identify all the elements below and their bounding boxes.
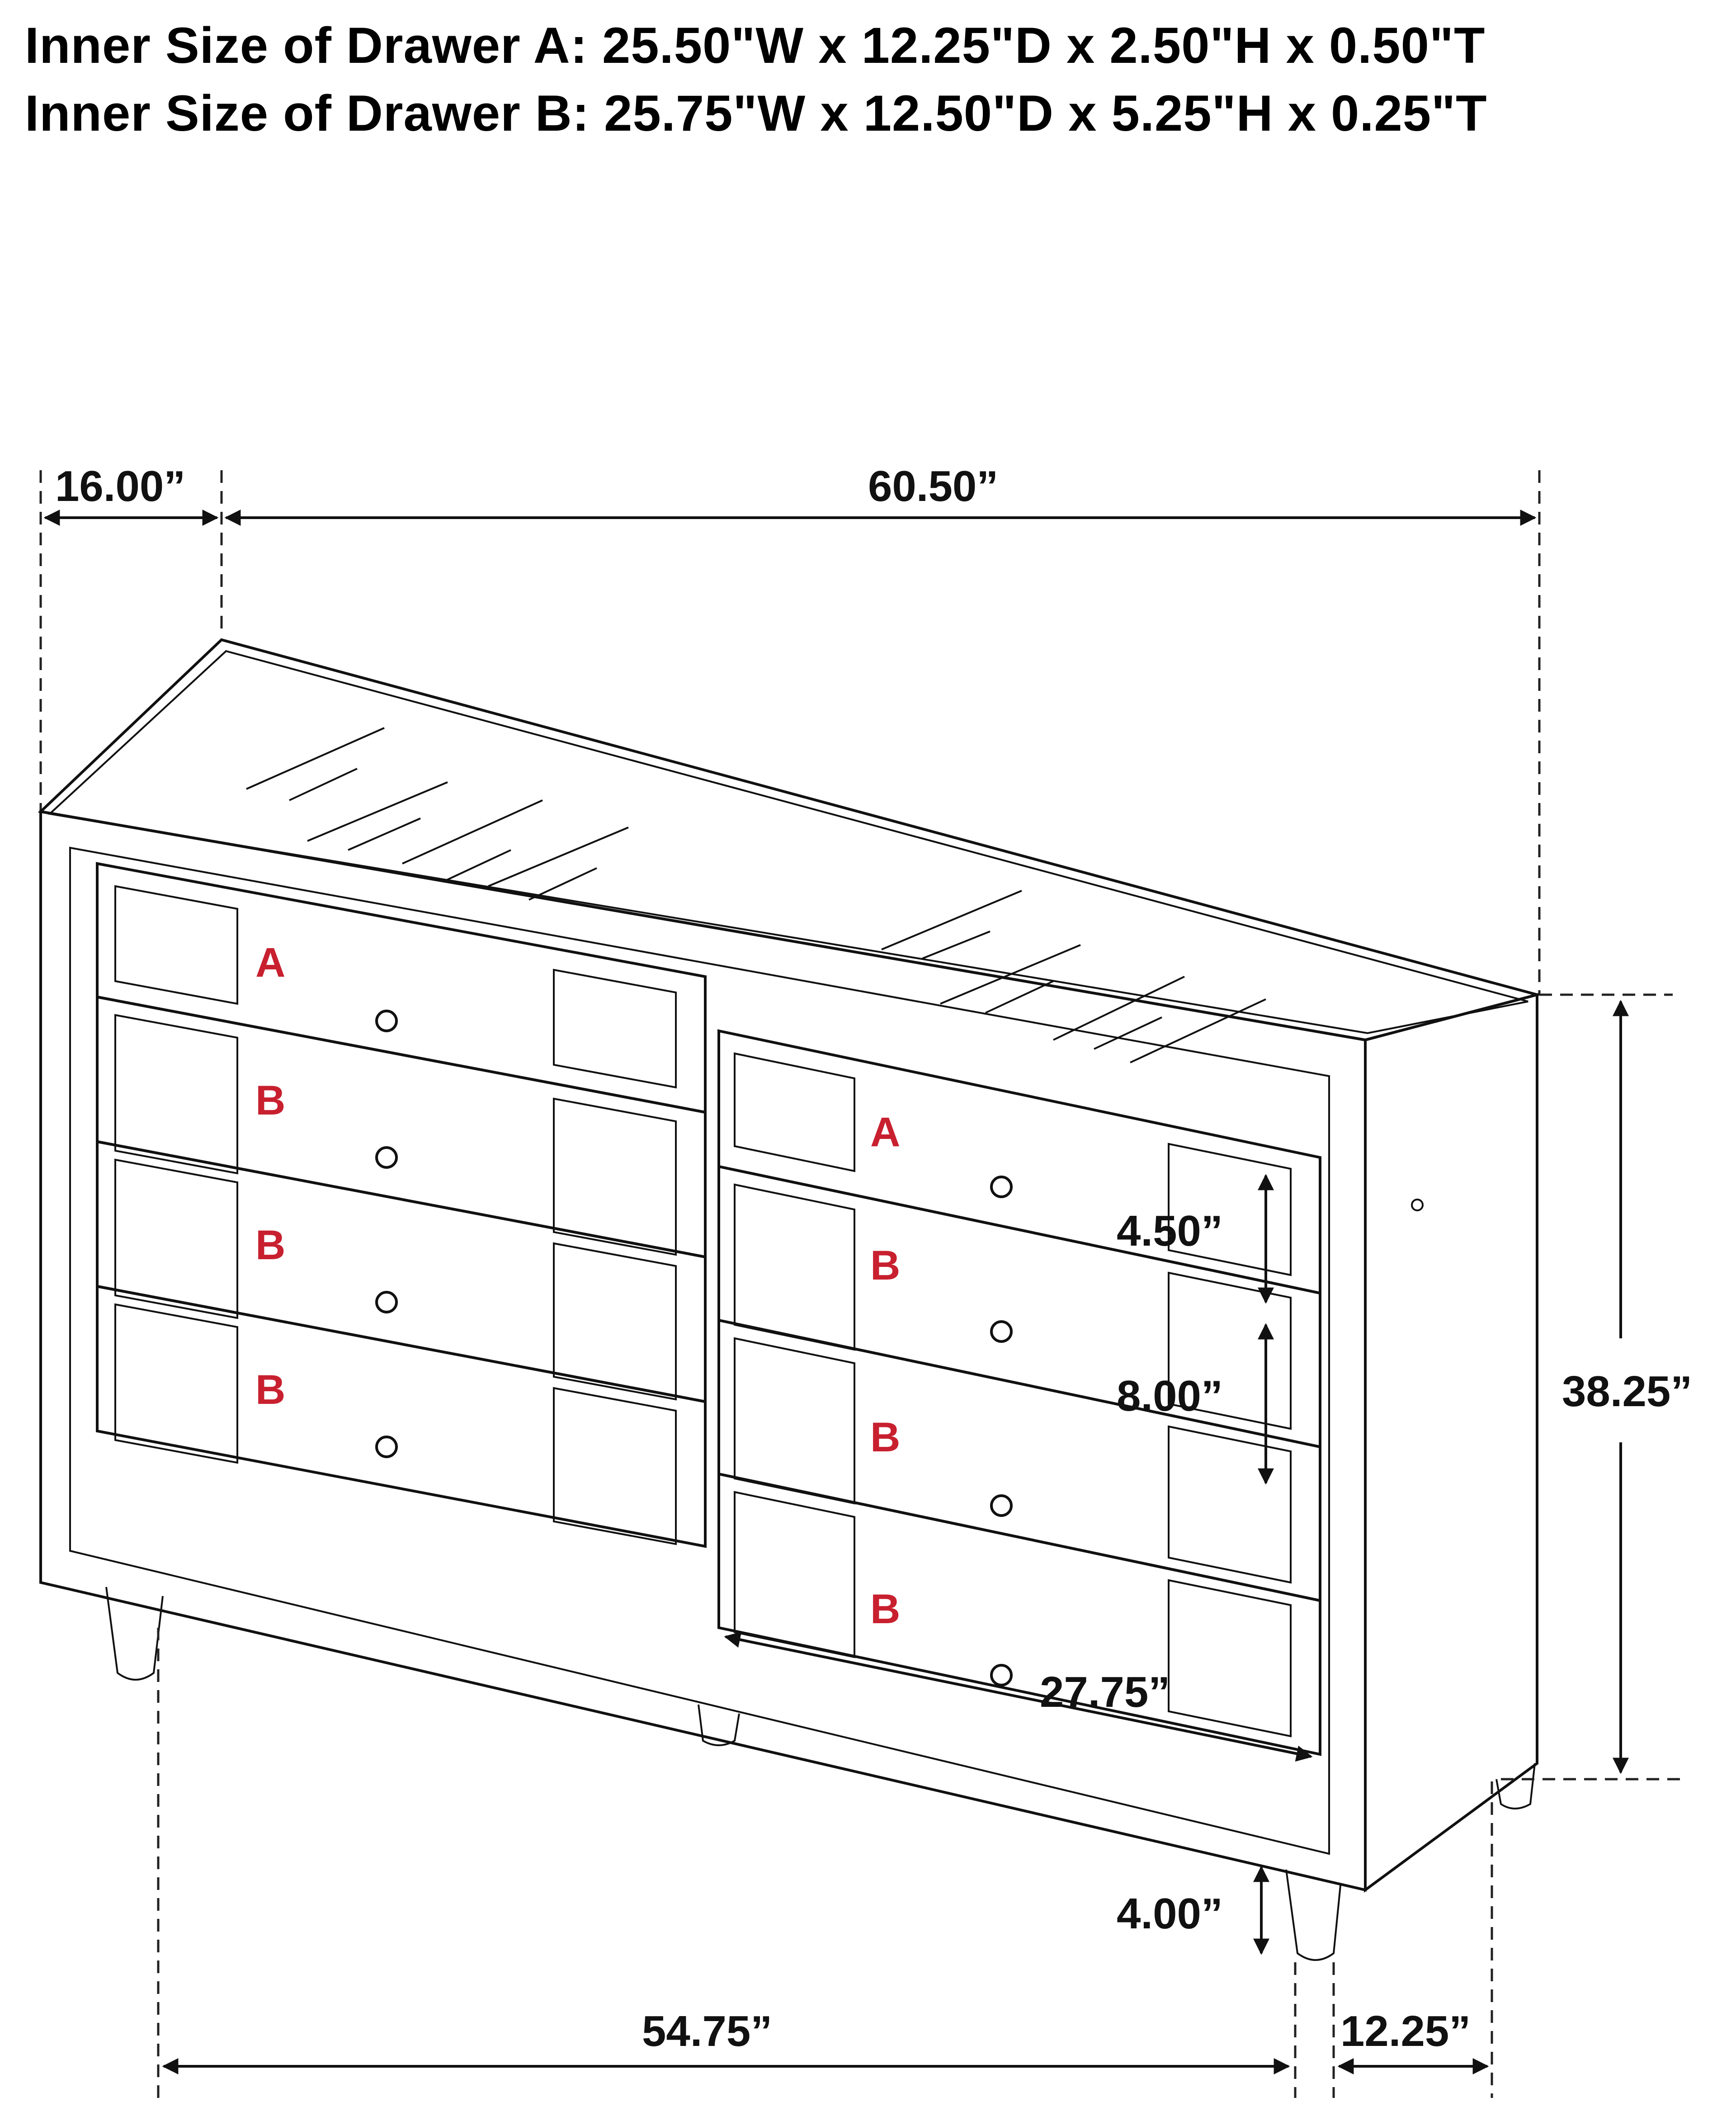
dresser-body	[38, 638, 1543, 1961]
drawer-left-2[interactable]	[96, 995, 707, 1259]
drawer-label: B	[255, 1367, 285, 1413]
drawer-label: A	[870, 1109, 900, 1155]
drawer-label: A	[255, 940, 285, 986]
drawer-left-1[interactable]	[96, 862, 707, 1114]
drawer-b-height-label: 8.00”	[1117, 1372, 1223, 1420]
drawer-left-3[interactable]	[96, 1140, 707, 1403]
drawer-label: B	[870, 1414, 900, 1460]
leg	[1495, 1763, 1536, 1809]
drawer-label: B	[870, 1242, 900, 1289]
height-total-label: 38.25”	[1562, 1367, 1692, 1416]
drawer-label: B	[255, 1077, 285, 1124]
right-drawer-column: A B B B	[717, 1029, 1321, 1756]
drawer-a-height-label: 4.50”	[1117, 1207, 1223, 1255]
depth-bottom-label: 12.25”	[1340, 2007, 1471, 2055]
left-drawer-column: A B B B	[96, 862, 707, 1548]
leg	[1285, 1869, 1341, 1961]
top-dimensions: 16.00” 60.50”	[39, 462, 1541, 995]
drawer-right-2[interactable]	[717, 1165, 1321, 1449]
dresser-side	[1364, 993, 1538, 1893]
drawer-left-4[interactable]	[96, 1285, 707, 1548]
inner-width-bottom-label: 54.75”	[642, 2007, 772, 2055]
drawer-right-4[interactable]	[717, 1472, 1321, 1756]
drawer-label: B	[870, 1586, 900, 1632]
drawer-a-inner-size: Inner Size of Drawer A: 25.50"W x 12.25"…	[25, 17, 1486, 74]
drawer-b-inner-size: Inner Size of Drawer B: 25.75"W x 12.50"…	[25, 85, 1487, 142]
height-dimension: 38.25”	[1501, 993, 1692, 1781]
depth-top-label: 16.00”	[55, 462, 185, 510]
leg	[105, 1587, 164, 1681]
drawer-right-3[interactable]	[717, 1318, 1321, 1602]
leg-height-dimension: 4.00”	[1117, 1866, 1269, 1955]
bottom-dimensions: 54.75” 12.25”	[157, 1628, 1493, 2098]
width-top-label: 60.50”	[868, 462, 998, 510]
glass-reflection-marks	[246, 727, 1266, 1063]
drawer-width-label: 27.75”	[1040, 1668, 1170, 1716]
drawer-dimensions: 4.50” 8.00” 27.75”	[724, 1174, 1313, 1762]
drawer-right-1[interactable]	[717, 1029, 1321, 1295]
drawer-label: B	[255, 1222, 285, 1268]
leg-height-label: 4.00”	[1117, 1889, 1223, 1938]
side-hole	[1411, 1199, 1424, 1211]
